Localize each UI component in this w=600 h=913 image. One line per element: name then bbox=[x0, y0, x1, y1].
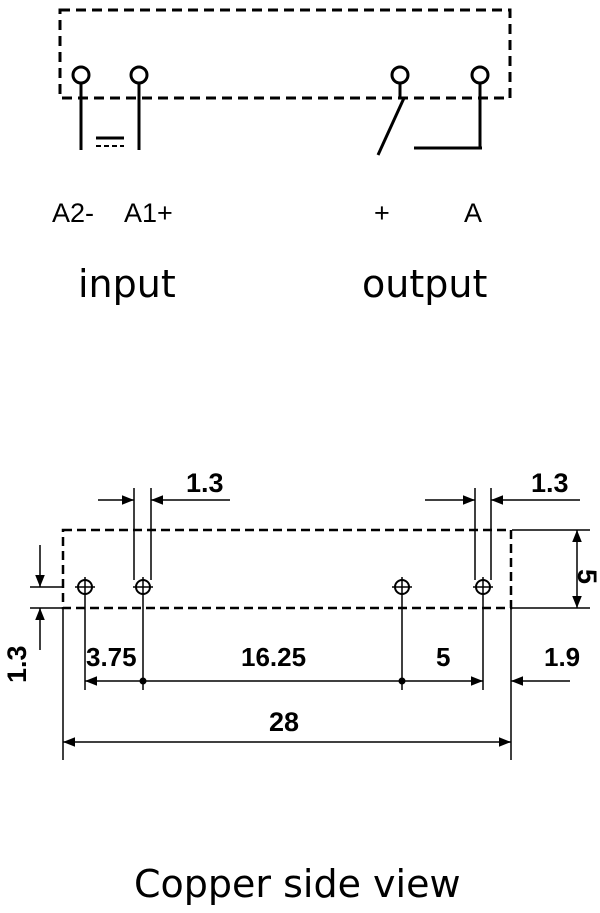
footprint-drawing bbox=[30, 488, 590, 760]
dim-label-d1: 3.75 bbox=[86, 642, 137, 672]
pin-marker-2 bbox=[133, 577, 153, 597]
dim-label-d2: 16.25 bbox=[241, 642, 306, 672]
footprint-outline bbox=[61, 528, 513, 610]
dim-label-left-offset: 1.3 bbox=[2, 645, 32, 683]
terminal-label-a1: A1+ bbox=[124, 198, 173, 228]
dim-label-d3: 5 bbox=[436, 642, 450, 672]
terminal-a2-pin bbox=[71, 65, 91, 85]
terminal-label-a2: A2- bbox=[52, 198, 94, 228]
pin-marker-3 bbox=[392, 577, 412, 597]
terminal-a1-pin bbox=[129, 65, 149, 85]
dc-symbol bbox=[96, 136, 124, 147]
terminal-plus-pin bbox=[390, 65, 410, 85]
caption: Copper side view bbox=[134, 862, 461, 906]
terminal-label-a: A bbox=[464, 198, 482, 228]
output-switch-symbol bbox=[376, 97, 482, 156]
dim-label-d4: 1.9 bbox=[544, 642, 580, 672]
dim-label-pin-width-left: 1.3 bbox=[186, 468, 224, 498]
group-label-input: input bbox=[78, 262, 176, 306]
relay-housing-outline bbox=[58, 8, 512, 100]
pin-marker-1 bbox=[75, 577, 95, 597]
dim-label-height: 5 bbox=[572, 569, 600, 584]
schematic bbox=[58, 8, 512, 156]
terminal-label-plus: + bbox=[374, 198, 390, 228]
dim-label-pin-width-right: 1.3 bbox=[531, 468, 569, 498]
dim-label-total: 28 bbox=[269, 707, 299, 737]
group-label-output: output bbox=[362, 262, 487, 306]
pin-marker-4 bbox=[473, 577, 493, 597]
terminal-a-pin bbox=[470, 65, 490, 85]
